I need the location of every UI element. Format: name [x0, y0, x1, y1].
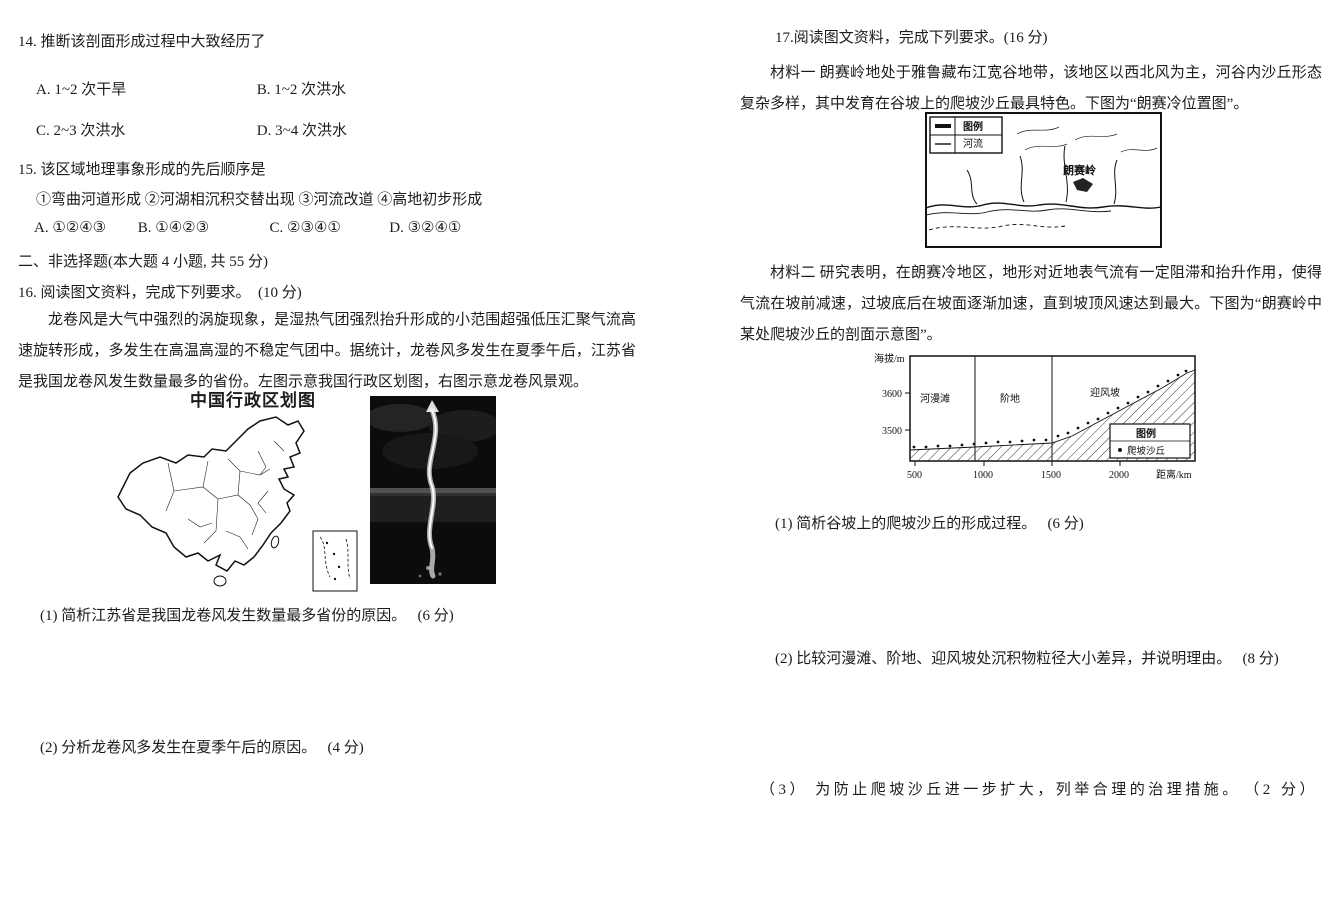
q14-option-d: D. 3~4 次洪水: [256, 123, 347, 139]
question-16-sub1: (1) 简析江苏省是我国龙卷风发生数量最多省份的原因。 (6 分): [40, 608, 454, 624]
question-15-options: A. ①②④③ B. ①④②③ C. ②③④① D. ③②④①: [34, 218, 654, 237]
x-axis-label: 距离/km: [1156, 468, 1192, 481]
question-17-sub2: (2) 比较河漫滩、阶地、迎风坡处沉积物粒径大小差异，并说明理由。 (8 分): [775, 651, 1279, 667]
x-tick-1500: 1500: [1041, 470, 1061, 481]
question-15-stem: 15. 该区域地理事象形成的先后顺序是: [18, 162, 266, 178]
south-china-sea-inset: [312, 530, 358, 592]
place-marker: [1073, 178, 1093, 192]
question-17-sub3: （3） 为防止爬坡沙丘进一步扩大，列举合理的治理措施。 （2 分）: [760, 782, 1319, 798]
river-lines: [925, 145, 1162, 216]
question-17-sub1: (1) 简析谷坡上的爬坡沙丘的形成过程。 (6 分): [775, 516, 1084, 532]
y-tick-3600: 3600: [882, 389, 902, 400]
zone-floodplain-label: 河漫滩: [920, 392, 950, 405]
question-17-material1: 材料一 朗赛岭地处于雅鲁藏布江宽谷地带，该地区以西北风为主，河谷内沙丘形态复杂多…: [740, 65, 1322, 112]
question-16-stem: 16. 阅读图文资料，完成下列要求。 (10 分): [18, 285, 302, 301]
q14-option-b: B. 1~2 次洪水: [256, 82, 347, 98]
location-map-legend: 图例 河流: [929, 116, 1003, 154]
profile-legend-title: 图例: [1136, 427, 1156, 440]
cross-section-drawing: 海拔/m 3600 3500 河漫滩 阶地 迎风坡: [874, 352, 1196, 481]
section-2-heading: 二、非选择题(本大题 4 小题, 共 55 分): [18, 254, 268, 270]
zone-terrace-label: 阶地: [1000, 392, 1020, 405]
hainan-island: [213, 575, 227, 587]
mountain-contours: [1016, 126, 1158, 153]
q15-option-c: C. ②③④①: [269, 220, 341, 236]
tornado-photo-drawing: [366, 396, 501, 584]
question-16-intro: 龙卷风是大气中强烈的涡旋现象，是湿热气团强烈抬升形成的小范围超强低压汇聚气流高速…: [18, 312, 636, 390]
question-14-options-row1: A. 1~2 次干旱 B. 1~2 次洪水: [36, 78, 636, 99]
zone-windward-label: 迎风坡: [1090, 386, 1120, 399]
question-14-stem: 14. 推断该剖面形成过程中大致经历了: [18, 34, 266, 50]
question-16-sub2: (2) 分析龙卷风多发生在夏季午后的原因。 (4 分): [40, 740, 364, 756]
funnel-arrow-tip: [426, 400, 439, 412]
x-tick-1000: 1000: [973, 470, 993, 481]
q14-option-a: A. 1~2 次干旱: [36, 82, 127, 98]
china-outline: [117, 416, 305, 572]
profile-legend: 图例 爬坡沙丘: [1109, 423, 1191, 459]
question-17-stem: 17.阅读图文资料，完成下列要求。(16 分): [775, 30, 1048, 46]
y-tick-3500: 3500: [882, 426, 902, 437]
x-axis-ticks: 500 1000 1500 2000 距离/km: [907, 461, 1192, 481]
boundary-dashed-line: [928, 223, 1066, 231]
question-17-material2: 材料二 研究表明，在朗赛冷地区，地形对近地表气流有一定阻滞和抬升作用，使得气流在…: [740, 265, 1322, 343]
place-name-label: 朗赛岭: [1063, 163, 1096, 177]
china-map-drawing: [117, 416, 358, 592]
q14-option-c: C. 2~3 次洪水: [36, 123, 126, 139]
x-tick-500: 500: [907, 470, 922, 481]
q15-option-d: D. ③②④①: [389, 220, 462, 236]
taiwan-island: [270, 535, 280, 549]
q15-option-a: A. ①②④③: [34, 220, 107, 236]
china-map-figure: 中国行政区划图: [108, 386, 366, 603]
tornado-photo: [366, 396, 501, 589]
x-tick-2000: 2000: [1109, 470, 1129, 481]
cross-section-figure: 海拔/m 3600 3500 河漫滩 阶地 迎风坡: [872, 348, 1214, 505]
china-map-title: 中国行政区划图: [190, 391, 316, 410]
legend-river-label: 河流: [963, 137, 983, 150]
question-14-options-row2: C. 2~3 次洪水 D. 3~4 次洪水: [36, 119, 636, 140]
profile-legend-item: 爬坡沙丘: [1127, 445, 1166, 457]
location-map-drawing: 图例 河流 朗赛岭: [925, 112, 1162, 248]
dune-dots: [912, 369, 1188, 449]
q15-option-b: B. ①④②③: [137, 220, 210, 236]
province-boundaries: [165, 440, 285, 550]
legend-title-label: 图例: [963, 120, 983, 133]
y-axis-label: 海拔/m: [874, 352, 905, 365]
question-15-items: ①弯曲河道形成 ②河湖相沉积交替出现 ③河流改道 ④高地初步形成: [36, 192, 483, 208]
location-map-figure: 图例 河流 朗赛岭: [925, 112, 1162, 253]
